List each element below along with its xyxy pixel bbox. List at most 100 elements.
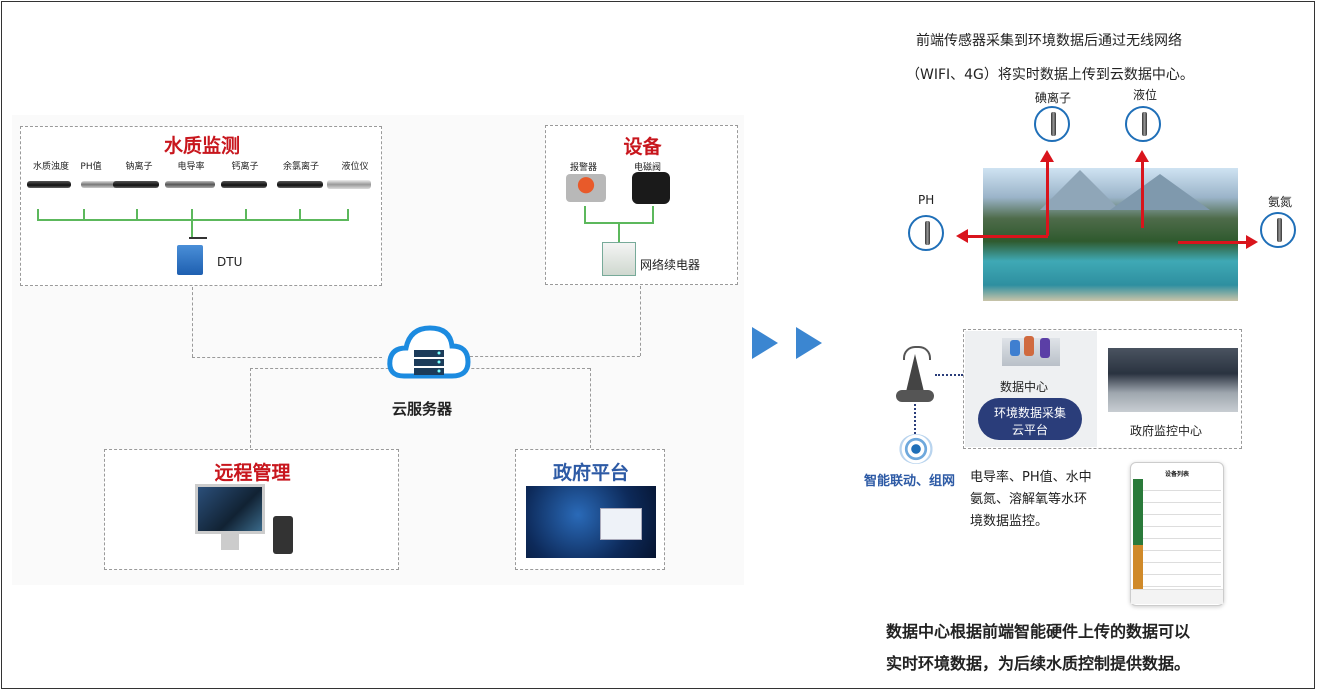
sensor-label-level: 液位仪 [341, 162, 369, 172]
data-center-label: 数据中心 [1000, 380, 1049, 394]
bus-drop-5 [245, 209, 247, 221]
dtu-device-icon [177, 245, 203, 275]
intro-line-2: （WIFI、4G）将实时数据上传到云数据中心。 [906, 67, 1194, 83]
data-center-cyl-3 [1040, 338, 1050, 358]
relay-label: 网络续电器 [640, 258, 701, 272]
desktop-monitor-icon [195, 484, 265, 534]
data-center-cyl-2 [1024, 336, 1034, 356]
bus-drop-1 [37, 209, 39, 221]
dtu-label: DTU [217, 255, 243, 269]
lake-mountains [1040, 170, 1120, 210]
arrow-up-left-head-icon [1040, 150, 1054, 162]
equipment-title: 设备 [623, 136, 662, 158]
bottom-line-2: 实时环境数据，为后续水质控制提供数据。 [886, 654, 1191, 673]
valve-label: 电磁阀 [634, 163, 662, 173]
cloud-server-label: 云服务器 [392, 400, 453, 418]
phone-icon [273, 516, 293, 554]
link-water-right [192, 357, 382, 358]
desktop-stand-icon [221, 534, 239, 550]
sensor-label-calcium: 钙离子 [231, 162, 259, 172]
tower-base-icon [896, 390, 934, 402]
equip-line-r [652, 206, 654, 222]
sensor-ph-icon [81, 181, 121, 188]
monitor-desc-3: 境数据监控。 [970, 514, 1049, 529]
sensor-level-label: 液位 [1133, 88, 1158, 102]
bus-drop-6 [299, 209, 301, 221]
dtu-antenna-icon [189, 237, 207, 239]
bus-drop-4 [191, 209, 193, 239]
sensor-calcium-icon [221, 181, 267, 188]
remote-box: 远程管理 [104, 449, 399, 570]
equip-line-l [584, 206, 586, 222]
wireless-icon [899, 434, 933, 464]
sensor-ph-label: PH [918, 193, 935, 207]
gov-box: 政府平台 [515, 449, 665, 570]
gov-monitor-label: 政府监控中心 [1130, 424, 1203, 438]
flow-arrow-1-icon [752, 327, 778, 359]
phone-list-lines [1143, 479, 1221, 589]
cloud-platform-line-1: 环境数据采集 [994, 406, 1067, 420]
phone-mockup: 设备列表 [1130, 462, 1224, 606]
sensor-label-ph: PH值 [80, 162, 102, 172]
sensor-ammonia-label: 氨氮 [1268, 195, 1293, 209]
alarm-label: 报警器 [570, 163, 598, 173]
tower-signal-icon [903, 346, 931, 360]
link-equip-down [640, 286, 641, 356]
arrow-left [968, 235, 1048, 238]
bus-drop-2 [83, 209, 85, 221]
arrow-up-right-head-icon [1135, 150, 1149, 162]
tower-down-line [914, 404, 916, 434]
arrow-left-head-icon [956, 229, 968, 243]
gov-monitor-image [1108, 348, 1238, 412]
valve-icon [632, 172, 670, 204]
sensor-label-turbidity: 水质浊度 [32, 162, 69, 172]
phone-tabbar [1131, 589, 1223, 604]
sensor-turbidity-icon [27, 181, 71, 188]
link-water-down [192, 287, 193, 357]
remote-title: 远程管理 [214, 462, 291, 484]
gov-title: 政府平台 [552, 462, 629, 484]
tower-icon [905, 354, 925, 396]
arrow-up-left [1046, 158, 1049, 236]
water-monitor-box: 水质监测 水质浊度 PH值 钠离子 电导率 钙离子 余氯离子 液位仪 DTU [20, 126, 382, 286]
cloud-platform-shape [978, 398, 1082, 440]
arrow-right-head-icon [1246, 235, 1258, 249]
arrow-up-right [1141, 158, 1144, 228]
sensor-level-icon [1125, 106, 1161, 142]
monitor-desc-2: 氨氮、溶解氧等水环 [970, 492, 1088, 507]
sensor-iodine-icon [1034, 106, 1070, 142]
bus-drop-7 [347, 209, 349, 221]
intro-line-1: 前端传感器采集到环境数据后通过无线网络 [916, 33, 1182, 49]
sensor-ph-icon [908, 215, 944, 251]
equipment-box: 设备 报警器 电磁阀 网络续电器 [545, 125, 738, 285]
sensor-ammonia-icon [1260, 212, 1296, 248]
sensor-label-chlorine: 余氯离子 [282, 162, 319, 172]
sensor-chlorine-icon [277, 181, 323, 188]
sensor-level-icon [327, 180, 371, 189]
sensor-sodium-icon [113, 181, 159, 188]
tower-link-line [935, 374, 963, 376]
cloud-server-icon [387, 325, 471, 379]
equip-line-d [618, 222, 620, 242]
arrow-right [1178, 241, 1248, 244]
water-monitor-title: 水质监测 [163, 135, 240, 157]
link-lower-left [250, 368, 251, 448]
link-equip-left [470, 356, 640, 357]
sensor-label-sodium: 钠离子 [125, 162, 153, 172]
phone-list-bar [1133, 479, 1143, 589]
sensor-conductivity-icon [165, 181, 215, 188]
data-center-cyl-1 [1010, 340, 1020, 356]
phone-title: 设备列表 [1164, 471, 1189, 478]
cloud-platform-line-2: 云平台 [1012, 423, 1049, 437]
bus-drop-3 [136, 209, 138, 221]
sensor-label-conductivity: 电导率 [177, 162, 205, 172]
iot-label: 智能联动、组网 [864, 474, 956, 489]
link-lower-right [590, 368, 591, 448]
lake-mountains-2 [1110, 174, 1210, 210]
gov-login-panel [600, 508, 642, 540]
data-center-panel: 数据中心 环境数据采集 云平台 政府监控中心 [963, 329, 1242, 449]
alarm-icon [566, 174, 606, 202]
monitor-desc-1: 电导率、PH值、水中 [970, 470, 1092, 485]
sensor-iodine-label: 碘离子 [1035, 91, 1072, 105]
